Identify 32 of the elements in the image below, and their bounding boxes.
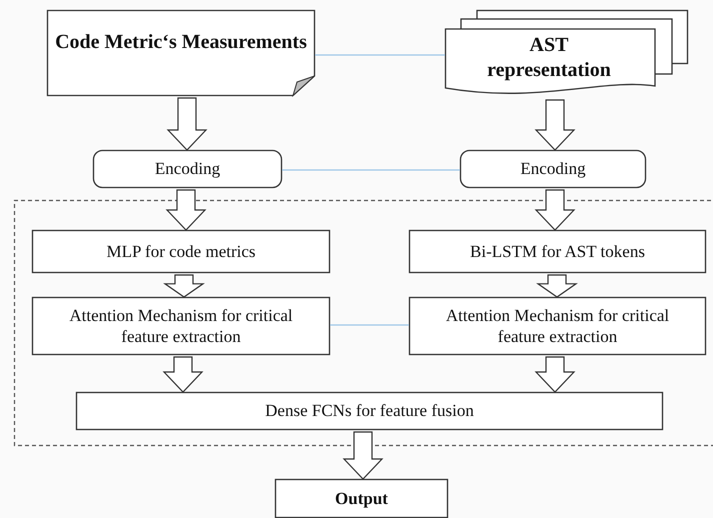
block-arrow	[163, 274, 205, 298]
document-box	[47, 10, 315, 96]
node-label: AST representation	[487, 33, 611, 83]
block-arrow	[534, 356, 576, 393]
node-label: Dense FCNs for feature fusion	[265, 400, 474, 422]
process-box	[409, 297, 706, 355]
block-arrow	[342, 431, 384, 480]
connector-line	[330, 324, 409, 326]
block-arrow	[162, 356, 204, 393]
node-label: Encoding	[520, 158, 586, 180]
node-label: Bi-LSTM for AST tokens	[470, 240, 645, 262]
block-arrow	[166, 97, 208, 151]
process-box	[460, 150, 646, 188]
node-label: Code Metric‘s Measurements	[55, 30, 307, 54]
output-box	[275, 479, 448, 518]
connector-line	[315, 54, 445, 56]
dashed-group-box	[14, 200, 713, 446]
node-label: Encoding	[154, 158, 220, 180]
node-label: Output	[335, 488, 388, 510]
process-box	[32, 230, 330, 273]
block-arrow	[166, 189, 206, 231]
node-label: Attention Mechanism for critical feature extraction	[444, 304, 670, 348]
connector-line	[282, 169, 460, 171]
block-arrow	[534, 189, 576, 231]
process-box	[93, 150, 282, 188]
block-arrow	[534, 99, 576, 151]
process-box	[409, 230, 706, 273]
block-arrow	[536, 274, 578, 298]
process-box	[32, 297, 330, 355]
node-label: MLP for code metrics	[106, 240, 256, 262]
process-box	[76, 392, 663, 430]
node-label: Attention Mechanism for critical feature extraction	[68, 304, 294, 348]
